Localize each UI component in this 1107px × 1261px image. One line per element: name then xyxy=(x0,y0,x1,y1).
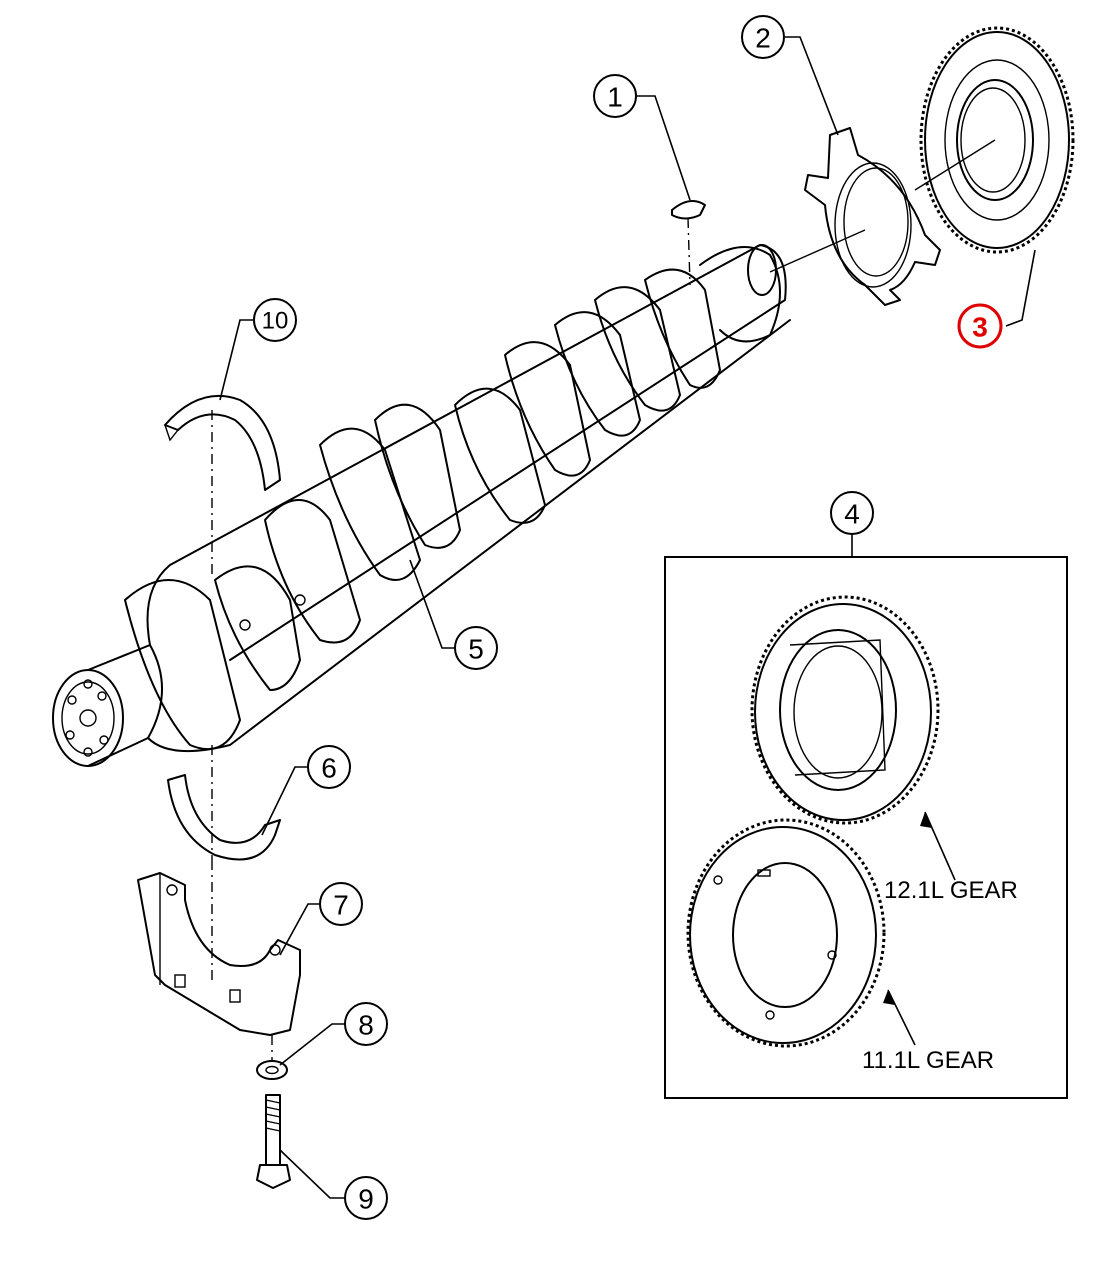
callout-9-label: 9 xyxy=(358,1184,374,1215)
washer xyxy=(256,1035,288,1080)
callout-6-label: 6 xyxy=(321,753,337,784)
thrust-plate xyxy=(804,127,941,306)
gear-12-1l xyxy=(750,595,940,825)
callout-5-label: 5 xyxy=(468,634,484,665)
gear-11-label: 11.1L GEAR xyxy=(862,1047,994,1074)
callout-3-highlighted: 3 xyxy=(957,303,1003,349)
axis-line-gear xyxy=(914,139,996,191)
main-bearing-cap xyxy=(137,860,301,1036)
callout-6: 6 xyxy=(307,745,351,789)
lower-main-bearing xyxy=(167,745,281,861)
callout-3-label: 3 xyxy=(972,312,988,343)
callout-2: 2 xyxy=(741,15,785,59)
callout-8: 8 xyxy=(344,1002,388,1046)
gear-variants-inset: 12.1L GEAR 11.1L GEAR xyxy=(664,556,1068,1099)
callout-9: 9 xyxy=(344,1176,388,1220)
gear-12-label: 12.1L GEAR xyxy=(884,877,1018,904)
crankshaft-gear xyxy=(919,26,1075,254)
callout-10: 10 xyxy=(253,298,297,342)
callout-4: 4 xyxy=(830,491,874,535)
callout-7-label: 7 xyxy=(333,890,349,921)
callout-2-label: 2 xyxy=(755,23,771,54)
gear-11-1l xyxy=(686,818,886,1048)
callout-7: 7 xyxy=(319,882,363,926)
callout-1: 1 xyxy=(593,74,637,118)
callout-8-label: 8 xyxy=(358,1010,374,1041)
axis-line xyxy=(769,229,866,273)
leader-lines xyxy=(219,36,1036,1199)
upper-main-bearing xyxy=(164,394,281,575)
crankshaft xyxy=(52,244,791,767)
woodruff-key xyxy=(671,200,706,286)
callout-10-label: 10 xyxy=(262,308,289,335)
bolt xyxy=(256,1094,291,1189)
callout-4-label: 4 xyxy=(844,499,860,530)
callout-1-label: 1 xyxy=(607,82,623,113)
callout-5: 5 xyxy=(454,626,498,670)
